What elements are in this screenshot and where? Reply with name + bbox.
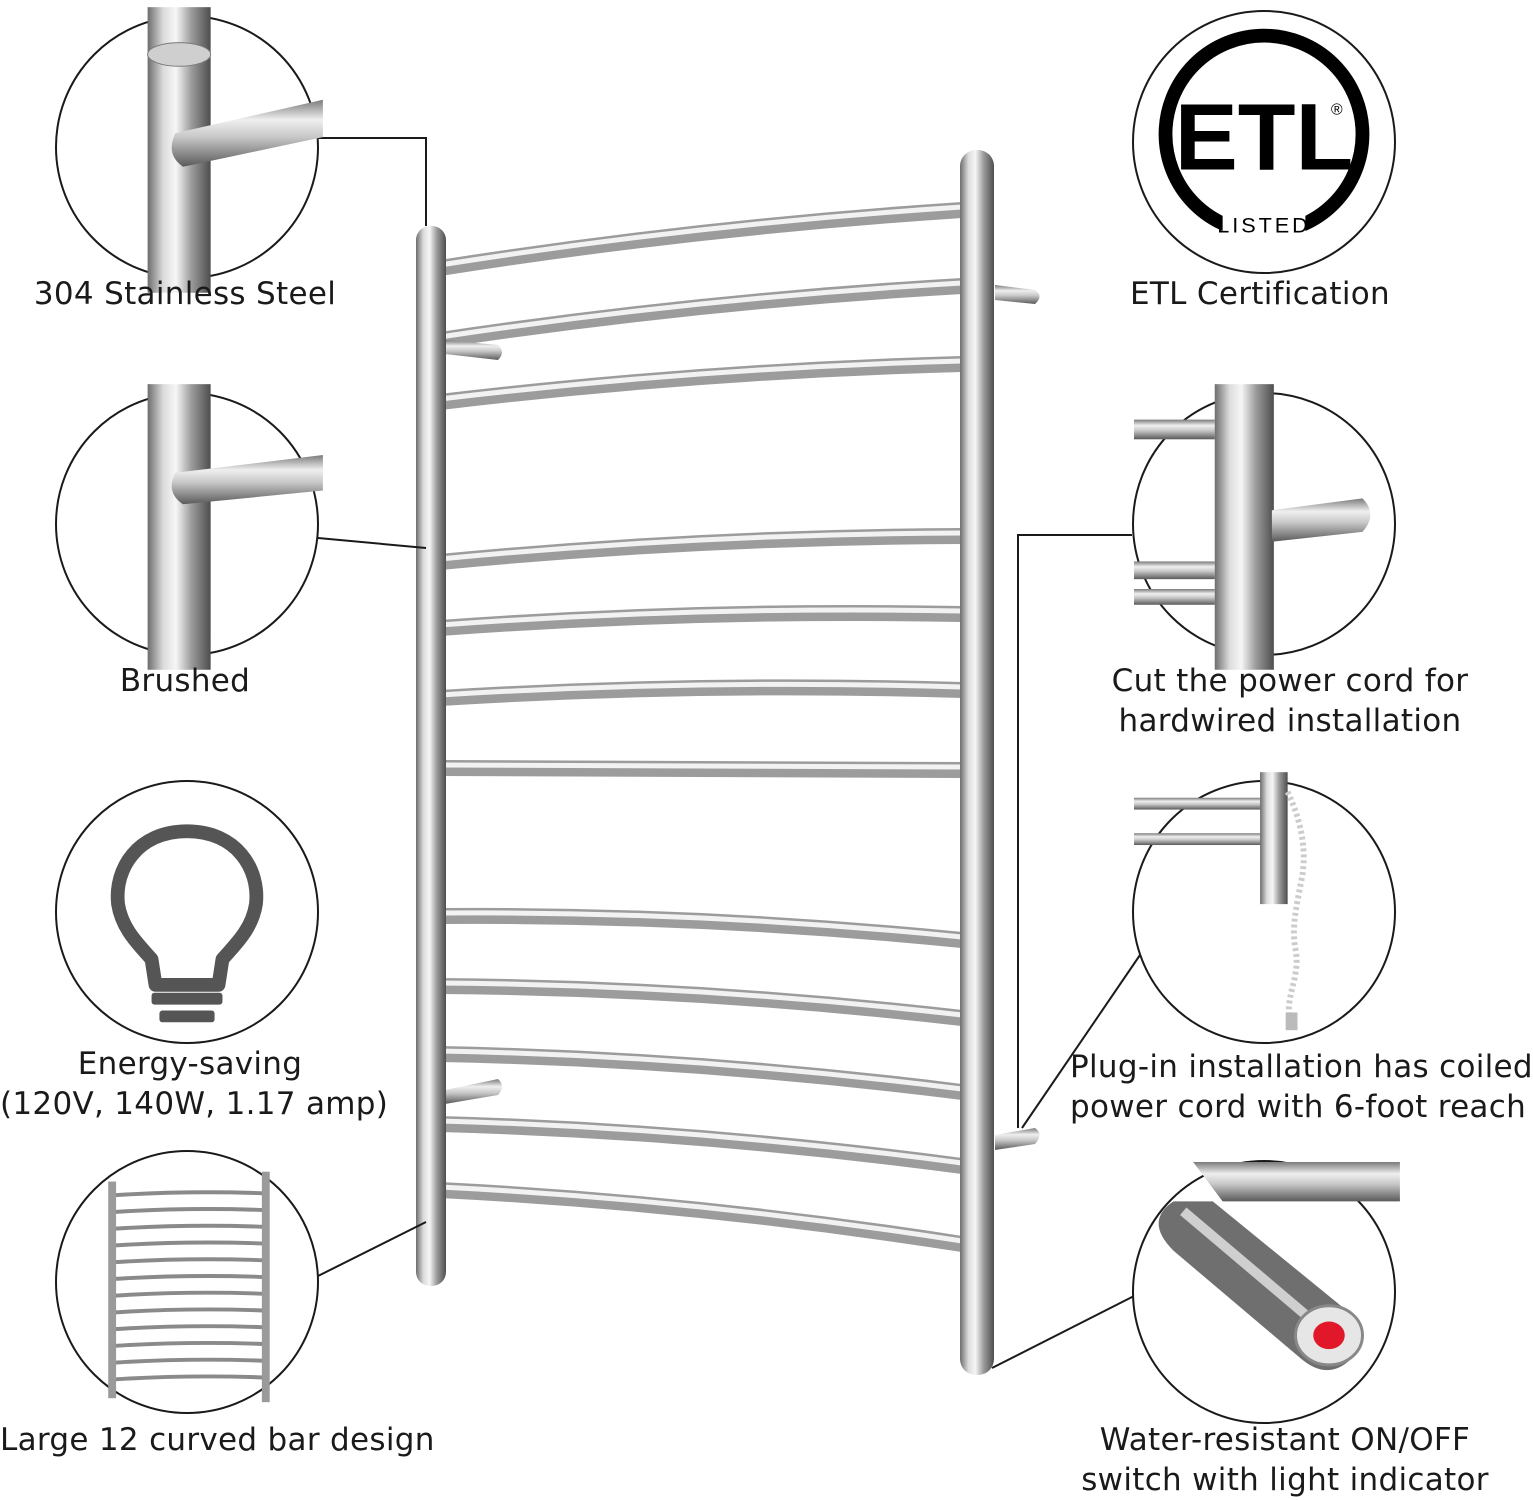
brushed-label: Brushed [119, 663, 251, 699]
thumbnail-bar [112, 1324, 266, 1332]
thumbnail-bar [112, 1374, 266, 1382]
plugin-label-line1: Plug-in installation has coiled [1070, 1049, 1533, 1085]
thumbnail-bar [112, 1307, 266, 1315]
rack-bar [432, 907, 970, 948]
registered-mark: ® [1331, 101, 1343, 118]
rack-bar-highlight [437, 358, 965, 402]
rack-bar-highlight [437, 204, 965, 268]
rack-bar [432, 679, 970, 706]
rack-bar [432, 528, 970, 570]
plugin-label: Plug-in installation has coiled power co… [1070, 1047, 1533, 1127]
left-post [416, 226, 446, 1286]
rack-bar-highlight [437, 1118, 965, 1166]
thumbnail-bar [112, 1223, 266, 1231]
thumbnail-bar [112, 1190, 266, 1198]
bracket-right-top [995, 285, 1040, 304]
bracket-right-bottom [995, 1128, 1040, 1150]
bars-label: Large 12 curved bar design [0, 1422, 435, 1458]
hardwire-label-line2: hardwired installation [1118, 703, 1462, 739]
hardwire-label-line1: Cut the power cord for [1111, 663, 1469, 699]
thumbnail-bar [112, 1207, 266, 1215]
plugin-circle [1132, 772, 1396, 1044]
rack-bar-highlight [437, 681, 965, 698]
stainless-steel-label: 304 Stainless Steel [33, 276, 337, 312]
coiled-cord-icon [1134, 772, 1307, 1031]
etl-label: ETL Certification [1130, 276, 1390, 312]
rack-bar [432, 278, 970, 348]
energy-label-line2: (120V, 140W, 1.17 amp) [0, 1086, 389, 1122]
towel-warmer-rack-icon [416, 150, 1040, 1375]
switch-label-line1: Water-resistant ON/OFF [1099, 1422, 1471, 1458]
rack-bar [432, 1116, 970, 1174]
etl-logo-text: ETL [1175, 85, 1354, 191]
switch-label: Water-resistant ON/OFF switch with light… [1080, 1420, 1490, 1500]
thumbnail-bar [112, 1340, 266, 1348]
thumbnail-bar [112, 1273, 266, 1282]
rack-bar-highlight [437, 1048, 965, 1092]
brushed-tube-closeup-icon [147, 384, 323, 670]
bracket-left-top [445, 340, 502, 360]
switch-circle [1132, 1160, 1400, 1424]
plugin-label-line2: power cord with 6-foot reach [1070, 1089, 1527, 1125]
thumbnail-bar [112, 1257, 266, 1265]
indicator-light-icon [1313, 1321, 1345, 1350]
rack-bar-highlight [437, 1184, 965, 1244]
rack-bar-highlight [437, 762, 965, 770]
rack-bar-highlight [437, 910, 965, 940]
switch-label-line2: switch with light indicator [1081, 1462, 1489, 1498]
brushed-circle [55, 384, 323, 670]
rack-bar-highlight [437, 530, 965, 562]
thumbnail-bar [112, 1240, 266, 1248]
rack-bar [432, 356, 970, 410]
thumbnail-bar [112, 1290, 266, 1298]
energy-label: Energy-saving (120V, 140W, 1.17 amp) [0, 1044, 389, 1124]
etl-logo: ETL LISTED ® [1158, 28, 1370, 241]
hardwire-circle [1132, 384, 1396, 670]
rack-bar [432, 604, 970, 636]
right-post [960, 150, 994, 1375]
rack-bar [432, 1182, 970, 1252]
rack-bar-highlight [437, 280, 965, 340]
bracket-left-bottom [445, 1079, 502, 1104]
wall-mount-closeup-icon [1134, 384, 1371, 670]
etl-circle: ETL LISTED ® [1132, 10, 1396, 274]
rack-bars [432, 202, 970, 1252]
rack-bar [432, 978, 970, 1026]
rack-bar-highlight [437, 980, 965, 1018]
rack-thumbnail-icon [108, 1171, 270, 1403]
rack-bar [432, 202, 970, 276]
hardwire-label: Cut the power cord for hardwired install… [1090, 661, 1490, 741]
rack-bar-highlight [437, 607, 965, 628]
lightbulb-icon [110, 824, 264, 1023]
bars-circle [55, 1150, 319, 1414]
rack-bar [432, 760, 970, 778]
energy-circle [55, 780, 319, 1044]
etl-listed-text: LISTED [1217, 213, 1311, 238]
energy-label-line1: Energy-saving [77, 1046, 303, 1082]
stainless-steel-circle [55, 7, 323, 293]
tube-closeup-icon [147, 7, 323, 293]
thumbnail-bar [112, 1357, 266, 1365]
power-switch-icon [1158, 1162, 1400, 1371]
rack-bar [432, 1046, 970, 1100]
